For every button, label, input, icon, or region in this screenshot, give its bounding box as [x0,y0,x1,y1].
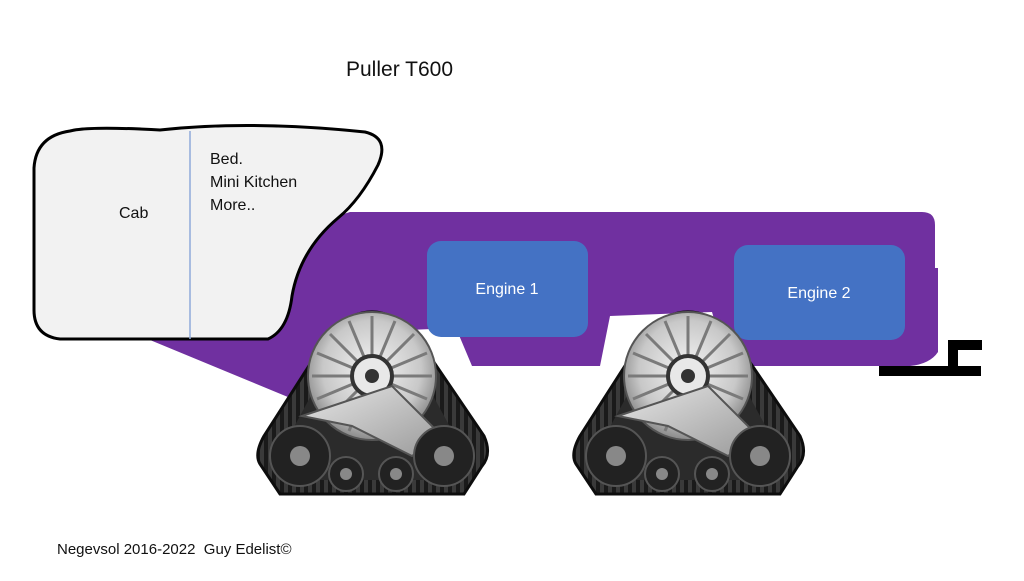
engine-1-label: Engine 1 [475,281,538,298]
cab-item-mini-kitchen: Mini Kitchen [210,174,297,191]
engine-2-box [734,245,905,340]
cab-label: Cab [119,205,148,222]
engine-2-label: Engine 2 [787,285,850,302]
cab-item-more: More.. [210,197,255,214]
tow-hitch-icon [879,340,982,376]
copyright-footer: Negevsol 2016-2022 Guy Edelist© [57,541,292,558]
engine-1-box [427,241,588,337]
cab-outline [32,123,384,341]
diagram-title: Puller T600 [346,58,454,81]
cab-item-bed: Bed. [210,151,243,168]
